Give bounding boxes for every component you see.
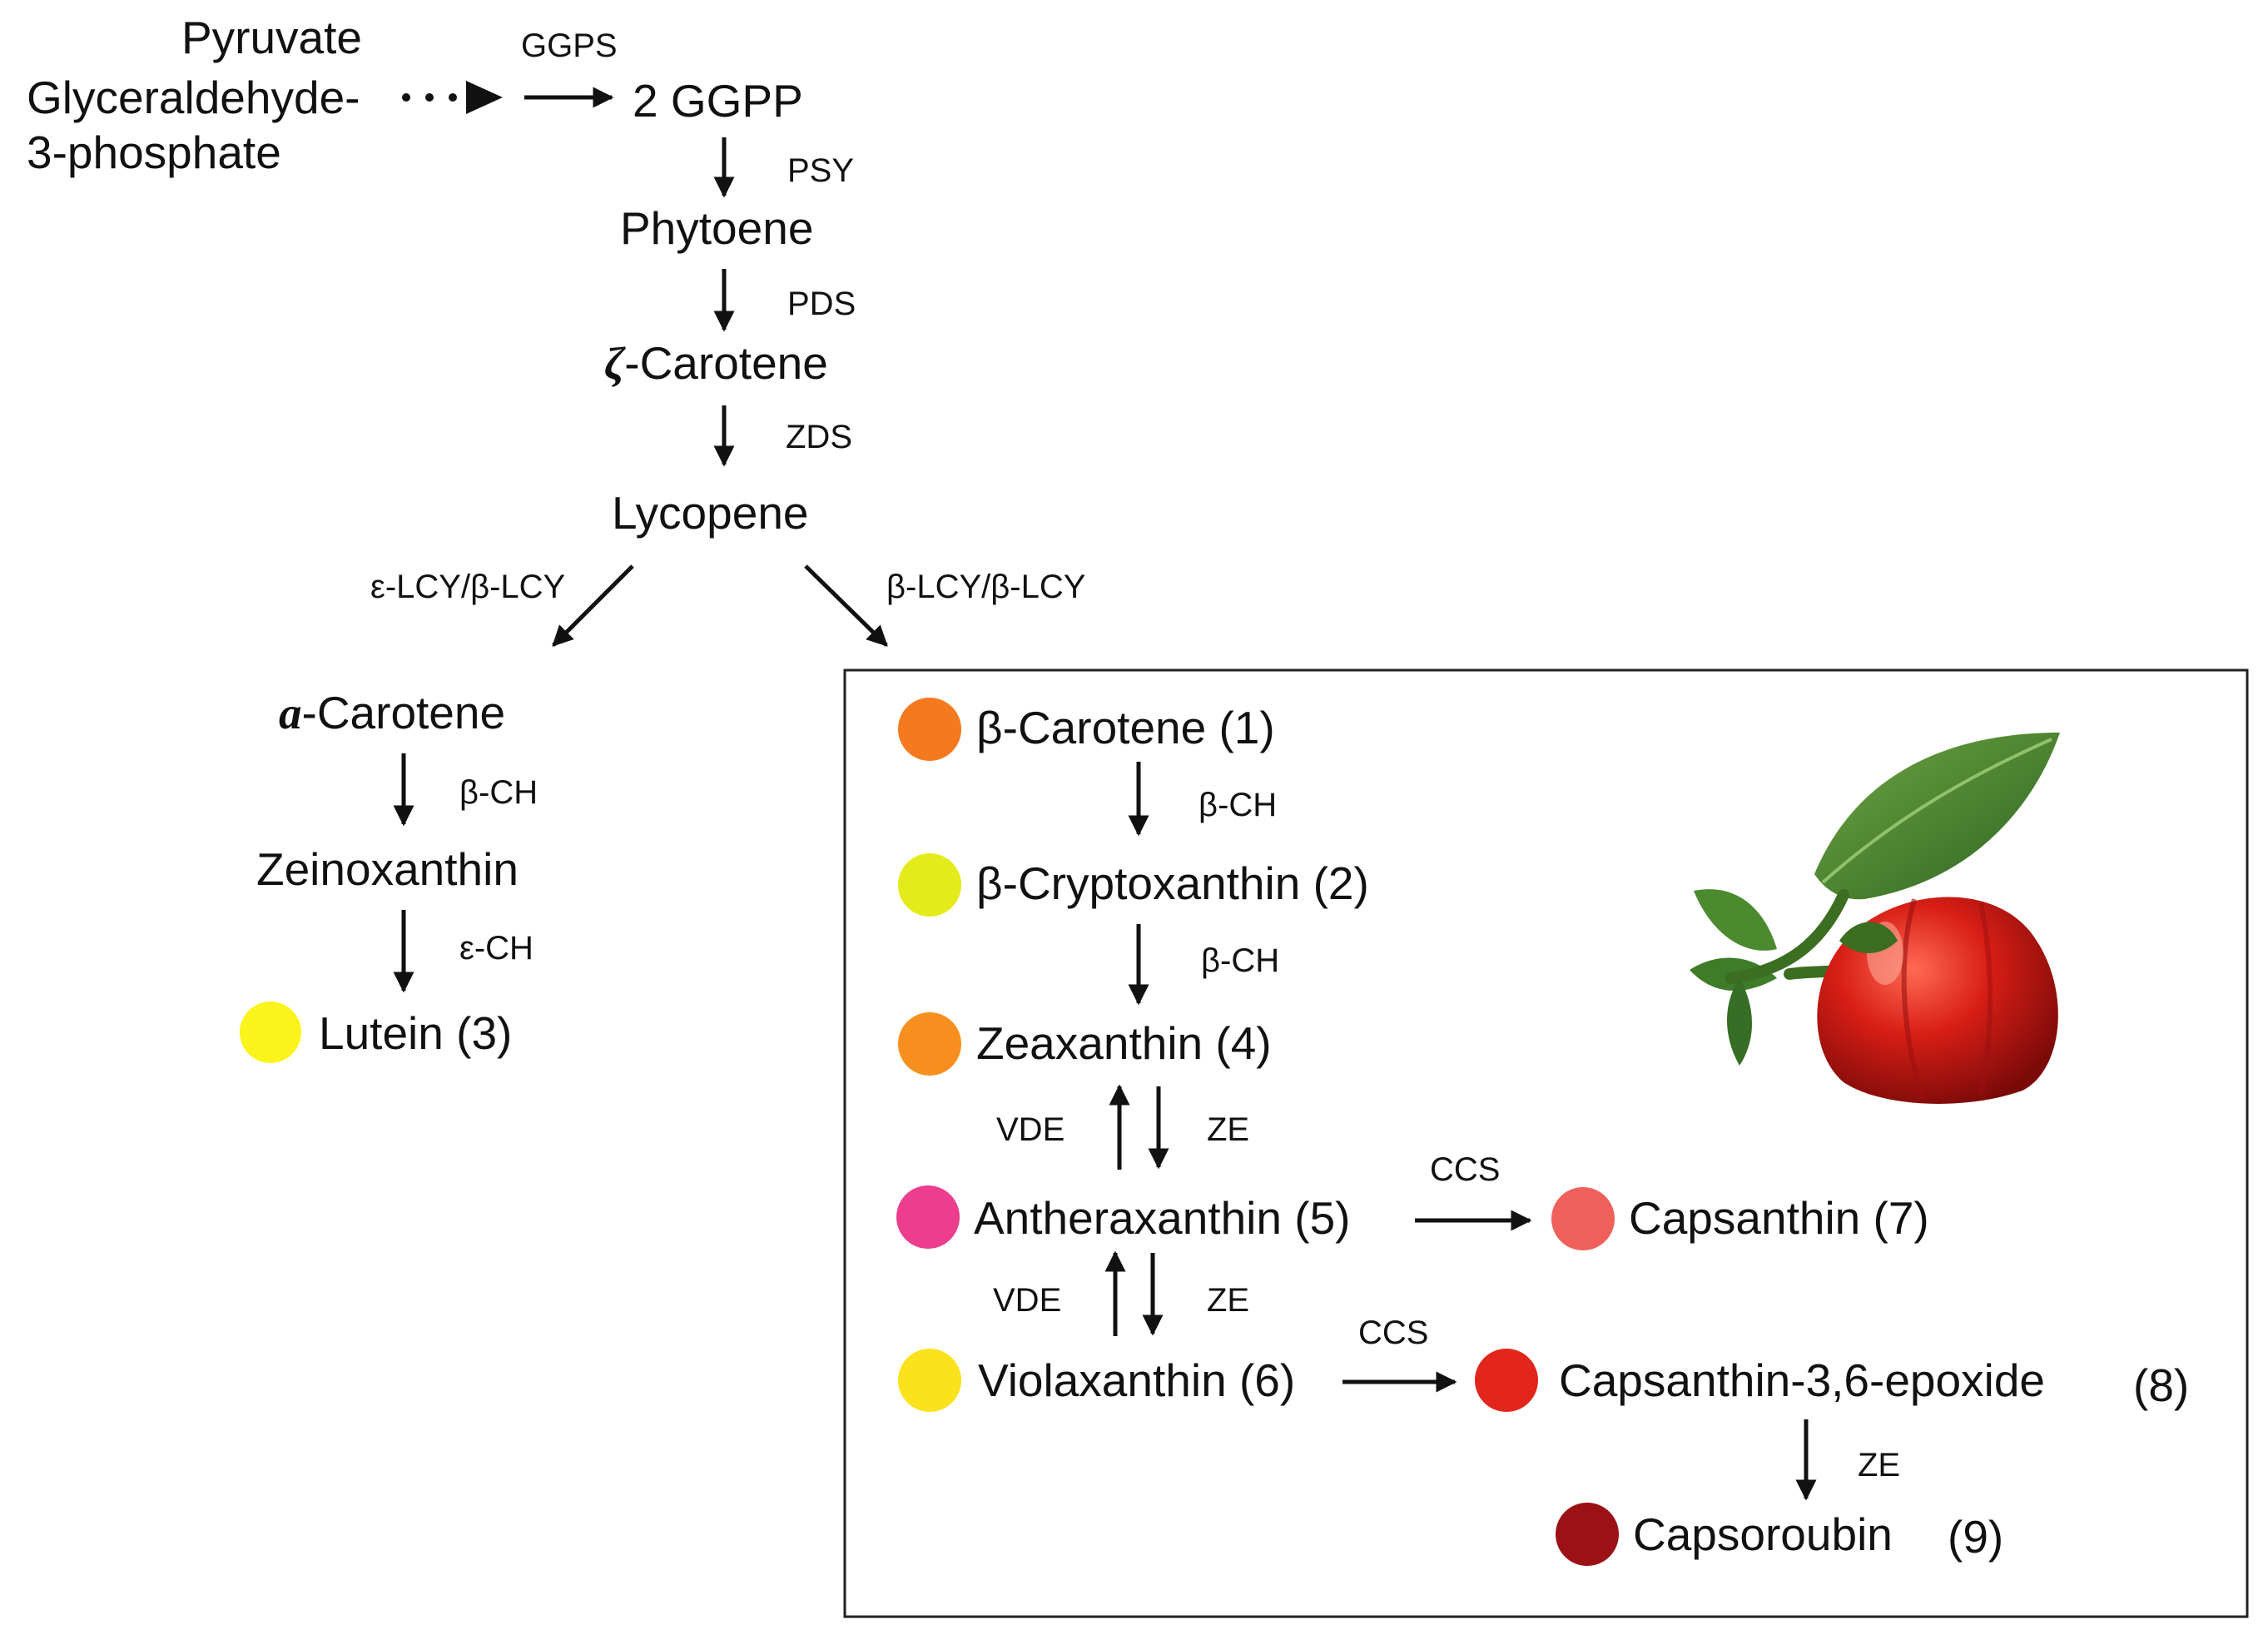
- ggps-label: GGPS: [521, 27, 618, 64]
- phytoene-label: Phytoene: [620, 202, 813, 254]
- pepper-icon: [1690, 733, 2060, 1105]
- capsorubin-dot: [1556, 1503, 1619, 1566]
- capsanthin-epoxide-number: (8): [2133, 1359, 2189, 1411]
- ggpp-label: 2 GGPP: [633, 75, 803, 127]
- beta-cryptoxanthin-dot: [898, 853, 961, 917]
- violaxanthin-dot: [898, 1349, 961, 1412]
- ech-left-label: ε-CH: [459, 930, 534, 967]
- zeta-rest: -Carotene: [624, 337, 828, 389]
- capsanthin-dot: [1551, 1187, 1615, 1250]
- xanthophyll-box: [843, 668, 2249, 1618]
- alpha-prefix: a: [279, 688, 302, 738]
- ze-2-label: ZE: [1207, 1282, 1249, 1319]
- capsanthin-epoxide-dot: [1475, 1349, 1538, 1412]
- zds-label: ZDS: [786, 419, 852, 455]
- glyceraldehyde-label: Glyceraldehyde-: [27, 72, 360, 123]
- ze-3-label: ZE: [1858, 1447, 1900, 1483]
- zeaxanthin-dot: [898, 1012, 961, 1076]
- psy-label: PSY: [787, 152, 854, 189]
- antheraxanthin-dot: [896, 1185, 960, 1249]
- bch-left-label: β-CH: [459, 774, 538, 811]
- bch-2-label: β-CH: [1201, 942, 1279, 979]
- capsorubin-label: Capsoroubin: [1633, 1508, 1893, 1560]
- e-lcy-label: ε-LCY/β-LCY: [370, 569, 565, 605]
- vde-2-label: VDE: [993, 1282, 1061, 1319]
- b-lcy-label: β-LCY/β-LCY: [886, 569, 1085, 605]
- capsorubin-number: (9): [1948, 1511, 2003, 1563]
- lycopene-label: Lycopene: [612, 487, 809, 539]
- capsanthin-epoxide-label: Capsanthin-3,6-epoxide: [1559, 1354, 2045, 1406]
- zeta-prefix: ζ: [604, 338, 626, 389]
- zeaxanthin-label: Zeaxanthin (4): [976, 1017, 1272, 1069]
- violaxanthin-label: Violaxanthin (6): [978, 1354, 1295, 1406]
- beta-carotene-label: β-Carotene (1): [976, 702, 1275, 753]
- b-lcy-arrow: [804, 564, 888, 647]
- phosphate-label: 3-phosphate: [27, 127, 281, 178]
- lutein-dot: [240, 1001, 301, 1063]
- capsanthin-label: Capsanthin (7): [1629, 1192, 1929, 1244]
- pyruvate-label: Pyruvate: [181, 12, 362, 63]
- ze-1-label: ZE: [1207, 1111, 1249, 1148]
- alpha-carotene-label: a-Carotene: [279, 687, 505, 738]
- antheraxanthin-label: Antheraxanthin (5): [974, 1192, 1351, 1244]
- e-lcy-arrow: [552, 564, 634, 647]
- dotted-arrow: [402, 81, 503, 114]
- lutein-label: Lutein (3): [319, 1007, 512, 1059]
- ccs-2-label: CCS: [1358, 1314, 1428, 1351]
- bch-1-label: β-CH: [1199, 787, 1277, 823]
- alpha-rest: -Carotene: [302, 687, 506, 738]
- beta-cryptoxanthin-label: β-Cryptoxanthin (2): [976, 857, 1369, 909]
- zeinoxanthin-label: Zeinoxanthin: [256, 843, 519, 895]
- ccs-1-label: CCS: [1430, 1151, 1500, 1188]
- vde-1-label: VDE: [996, 1111, 1065, 1148]
- beta-carotene-dot: [898, 698, 961, 761]
- zeta-carotene-label: ζ-Carotene: [604, 337, 828, 389]
- pds-label: PDS: [787, 286, 856, 322]
